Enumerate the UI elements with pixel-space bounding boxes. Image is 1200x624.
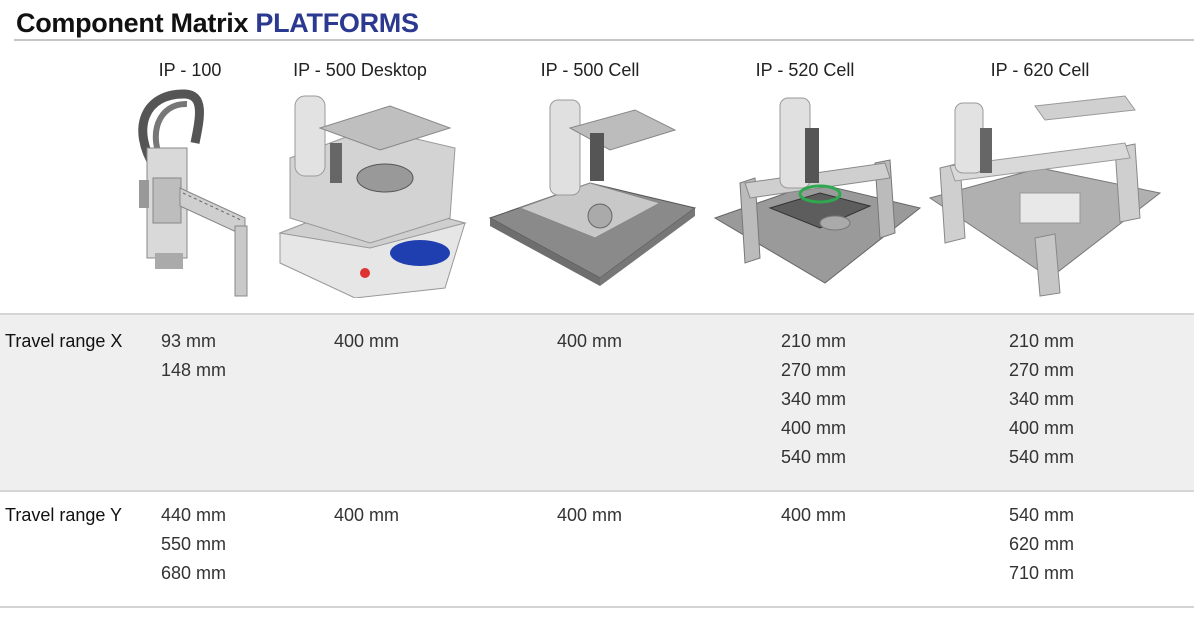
cell-travel-y-ip-500-cell: 400 mm xyxy=(557,501,622,530)
ip-500-desktop-robot-icon xyxy=(278,95,467,298)
table-cell-value: 540 mm xyxy=(1009,505,1075,525)
column-header-ip-500-desktop: IP - 500 Desktop xyxy=(293,60,427,80)
table-cell-value: 400 mm xyxy=(334,331,400,351)
row-divider xyxy=(0,606,1194,608)
cell-travel-y-ip-520-cell: 400 mm xyxy=(781,501,846,530)
table-cell-value: 400 mm xyxy=(1009,418,1075,438)
column-header-ip-520-cell: IP - 520 Cell xyxy=(755,60,855,80)
table-cell-value: 340 mm xyxy=(1009,389,1075,409)
row-divider xyxy=(0,313,1194,315)
table-cell-value: 540 mm xyxy=(1009,447,1075,467)
table-cell-value: 680 mm xyxy=(161,563,227,583)
table-cell-value: 340 mm xyxy=(781,389,847,409)
table-cell-value: 400 mm xyxy=(334,505,400,525)
column-header-ip-620-cell: IP - 620 Cell xyxy=(990,60,1090,80)
cell-travel-y-ip-100: 440 mm 550 mm 680 mm xyxy=(161,501,226,588)
column-header-ip-500-cell: IP - 500 Cell xyxy=(540,60,640,80)
table-cell-value: 148 mm xyxy=(161,360,227,380)
table-cell-value: 210 mm xyxy=(781,331,847,351)
table-cell-value: 400 mm xyxy=(557,505,623,525)
table-cell-value: 400 mm xyxy=(781,505,847,525)
title-divider xyxy=(14,39,1194,41)
table-cell-value: 440 mm xyxy=(161,505,227,525)
ip-100-robot-icon xyxy=(138,89,248,297)
ip-500-cell-robot-icon xyxy=(488,99,697,286)
table-cell-value: 270 mm xyxy=(781,360,847,380)
table-cell-value: 540 mm xyxy=(781,447,847,467)
title-accent: PLATFORMS xyxy=(255,8,419,38)
row-label-travel-x: Travel range X xyxy=(5,331,123,351)
cell-travel-x-ip-500-cell: 400 mm xyxy=(557,327,622,356)
table-cell-value: 210 mm xyxy=(1009,331,1075,351)
row-label-travel-y: Travel range Y xyxy=(5,505,123,525)
column-header-ip-100: IP - 100 xyxy=(158,60,222,80)
cell-travel-x-ip-500-desktop: 400 mm xyxy=(334,327,399,356)
table-cell-value: 620 mm xyxy=(1009,534,1075,554)
row-band-travel-x xyxy=(0,314,1194,490)
ip-620-cell-robot-icon xyxy=(928,95,1162,297)
table-cell-value: 400 mm xyxy=(781,418,847,438)
ip-520-cell-robot-icon xyxy=(713,97,922,284)
table-cell-value: 550 mm xyxy=(161,534,227,554)
cell-travel-x-ip-620-cell: 210 mm 270 mm 340 mm 400 mm 540 mm xyxy=(1009,327,1074,472)
table-cell-value: 710 mm xyxy=(1009,563,1075,583)
cell-travel-y-ip-500-desktop: 400 mm xyxy=(334,501,399,530)
table-cell-value: 400 mm xyxy=(557,331,623,351)
title-main: Component Matrix xyxy=(16,8,249,38)
cell-travel-x-ip-100: 93 mm 148 mm xyxy=(161,327,226,385)
page-title: Component Matrix PLATFORMS xyxy=(16,8,419,39)
cell-travel-y-ip-620-cell: 540 mm 620 mm 710 mm xyxy=(1009,501,1074,588)
table-cell-value: 270 mm xyxy=(1009,360,1075,380)
row-divider xyxy=(0,490,1194,492)
table-cell-value: 93 mm xyxy=(161,331,217,351)
cell-travel-x-ip-520-cell: 210 mm 270 mm 340 mm 400 mm 540 mm xyxy=(781,327,846,472)
